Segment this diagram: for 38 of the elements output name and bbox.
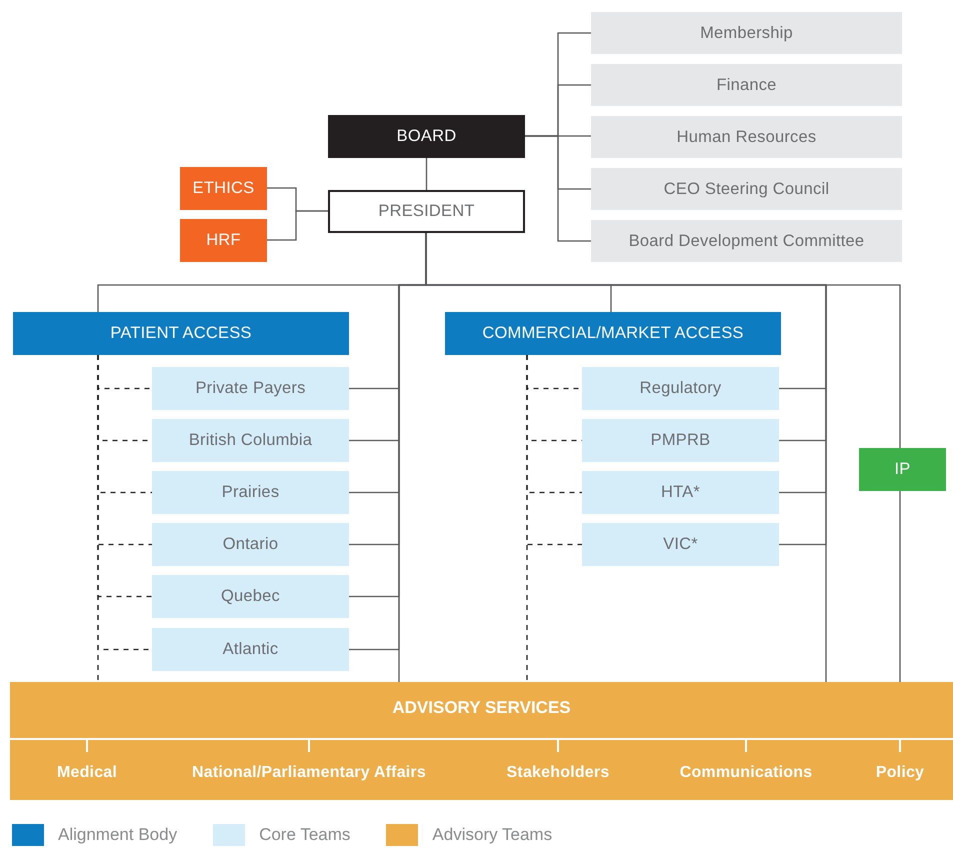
connector-line: [267, 210, 328, 241]
president-box: PRESIDENT: [328, 190, 525, 233]
dashed-connector: [97, 355, 99, 682]
advisory-team-label: Stakeholders: [483, 756, 633, 790]
advisory-team-label: Communications: [660, 756, 832, 790]
band-heading: ADVISORY SERVICES: [391, 698, 572, 718]
committee-box: HRF: [180, 219, 267, 262]
core-team-box: British Columbia: [152, 419, 349, 462]
committee-box: Finance: [591, 64, 902, 106]
connector-line: [426, 158, 428, 190]
legend-label: Alignment Body: [58, 825, 178, 845]
board-box: BOARD: [328, 115, 525, 158]
core-team-box: PMPRB: [582, 419, 779, 462]
core-team-box: Atlantic: [152, 628, 349, 671]
dashed-connector: [526, 355, 528, 682]
committee-box: CEO Steering Council: [591, 168, 902, 210]
committee-box: ETHICS: [180, 167, 267, 210]
core-team-box: Private Payers: [152, 367, 349, 410]
committee-box: Board Development Committee: [591, 220, 902, 262]
legend-label: Core Teams: [259, 825, 350, 845]
connector-line: [899, 491, 901, 682]
ip-box: IP: [859, 448, 946, 491]
committee-box: Human Resources: [591, 116, 902, 158]
legend-label: Advisory Teams: [432, 825, 552, 845]
alignment-body-box: PATIENT ACCESS: [13, 312, 349, 355]
core-team-box: Quebec: [152, 575, 349, 618]
advisory-band: [10, 682, 953, 800]
core-team-box: VIC*: [582, 523, 779, 566]
core-team-box: Regulatory: [582, 367, 779, 410]
core-team-box: HTA*: [582, 471, 779, 514]
advisory-team-label: Medical: [22, 756, 152, 790]
connector-line: [525, 135, 591, 242]
core-team-box: Prairies: [152, 471, 349, 514]
alignment-body-box: COMMERCIAL/MARKET ACCESS: [445, 312, 781, 355]
committee-box: Membership: [591, 12, 902, 54]
advisory-team-label: National/Parliamentary Affairs: [158, 756, 460, 790]
advisory-team-label: Policy: [855, 756, 945, 790]
core-team-box: Ontario: [152, 523, 349, 566]
